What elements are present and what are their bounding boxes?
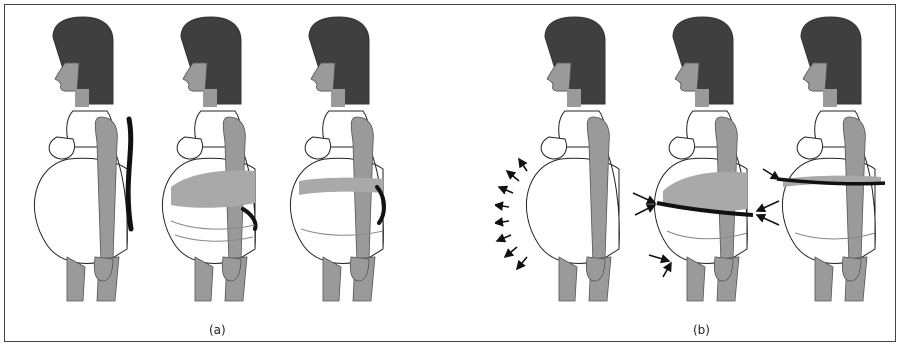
panel-a [25,5,395,305]
pressure-arrows [495,159,527,269]
panel-b-illustration [495,5,885,305]
figure-a1 [34,17,131,301]
spine-curve [128,119,131,229]
figure-frame: (a) (b) [4,4,896,342]
figure-b3 [763,17,885,301]
panel-b [495,5,885,305]
caption-a: (a) [209,323,226,337]
figure-b1 [495,17,619,301]
figure-b2 [633,17,779,301]
figure-a2 [162,17,255,301]
figure-a3 [290,17,384,301]
panel-a-illustration [25,5,395,305]
caption-b: (b) [693,323,710,337]
